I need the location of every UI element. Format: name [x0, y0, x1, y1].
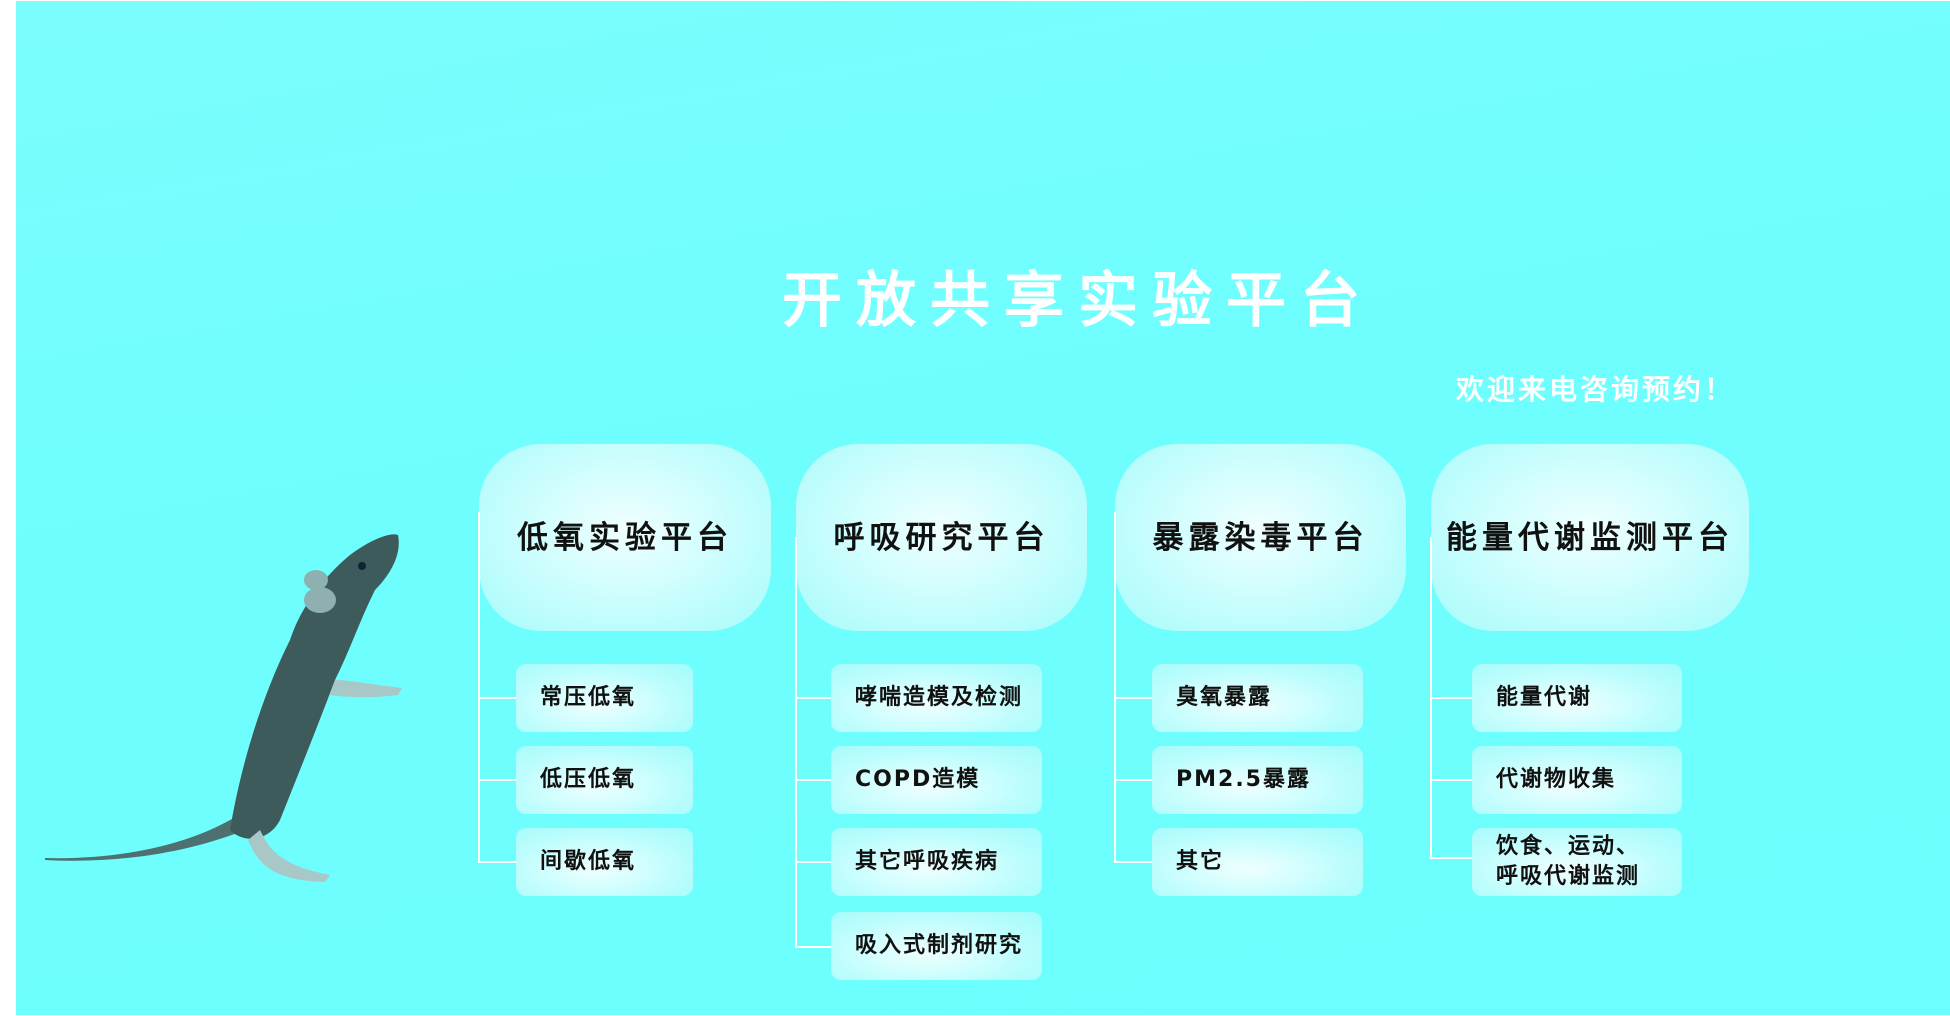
- platform-item[interactable]: 臭氧暴露: [1152, 664, 1363, 732]
- tree-connector: [1114, 779, 1152, 781]
- item-label: 饮食、运动、 呼吸代谢监测: [1496, 834, 1641, 889]
- platform-item[interactable]: 吸入式制剂研究: [831, 912, 1042, 980]
- platform-title: 低氧实验平台: [517, 520, 733, 556]
- item-label: 其它: [1176, 849, 1225, 874]
- item-label: PM2.5暴露: [1176, 767, 1311, 792]
- tree-connector: [478, 779, 516, 781]
- tree-connector: [795, 779, 831, 781]
- tree-connector: [478, 861, 516, 863]
- page-title: 开放共享实验平台: [782, 266, 1374, 336]
- tree-connector: [1430, 779, 1472, 781]
- platform-item[interactable]: 饮食、运动、 呼吸代谢监测: [1472, 828, 1682, 896]
- tree-connector: [1114, 697, 1152, 699]
- platform-item[interactable]: 哮喘造模及检测: [831, 664, 1042, 732]
- tree-connector: [478, 512, 480, 863]
- tree-connector: [795, 697, 831, 699]
- contact-subtitle: 欢迎来电咨询预约！: [1456, 373, 1736, 406]
- tree-connector: [795, 946, 831, 948]
- platform-title: 暴露染毒平台: [1152, 520, 1369, 556]
- item-label: 间歇低氧: [540, 849, 637, 874]
- platform-header-exposure[interactable]: 暴露染毒平台: [1115, 444, 1406, 631]
- platform-title: 能量代谢监测平台: [1446, 520, 1734, 556]
- tree-connector: [1430, 857, 1472, 859]
- rat-illustration: [45, 534, 402, 882]
- platform-item[interactable]: 低压低氧: [516, 746, 693, 814]
- platform-item[interactable]: 间歇低氧: [516, 828, 693, 896]
- tree-connector: [795, 861, 831, 863]
- item-label: 代谢物收集: [1496, 767, 1617, 792]
- item-label: 哮喘造模及检测: [855, 685, 1024, 710]
- platform-item[interactable]: 常压低氧: [516, 664, 693, 732]
- platform-item[interactable]: 其它: [1152, 828, 1363, 896]
- tree-connector: [1430, 697, 1472, 699]
- tree-connector: [1114, 861, 1152, 863]
- platform-header-metabolism[interactable]: 能量代谢监测平台: [1431, 444, 1749, 631]
- platform-item[interactable]: PM2.5暴露: [1152, 746, 1363, 814]
- platform-item[interactable]: 其它呼吸疾病: [831, 828, 1042, 896]
- platform-item[interactable]: COPD造模: [831, 746, 1042, 814]
- item-label: 能量代谢: [1496, 685, 1593, 710]
- item-label: COPD造模: [855, 767, 981, 792]
- platform-header-hypoxia[interactable]: 低氧实验平台: [479, 444, 771, 631]
- platform-header-respiratory[interactable]: 呼吸研究平台: [796, 444, 1087, 631]
- platform-item[interactable]: 能量代谢: [1472, 664, 1682, 732]
- tree-connector: [1114, 512, 1116, 863]
- item-label: 臭氧暴露: [1176, 685, 1273, 710]
- item-label: 吸入式制剂研究: [855, 933, 1024, 958]
- item-label: 低压低氧: [540, 767, 637, 792]
- item-label: 其它呼吸疾病: [855, 849, 1000, 874]
- tree-connector: [478, 697, 516, 699]
- item-label: 常压低氧: [540, 685, 637, 710]
- platform-title: 呼吸研究平台: [833, 520, 1050, 556]
- platform-item[interactable]: 代谢物收集: [1472, 746, 1682, 814]
- tree-connector: [795, 537, 797, 948]
